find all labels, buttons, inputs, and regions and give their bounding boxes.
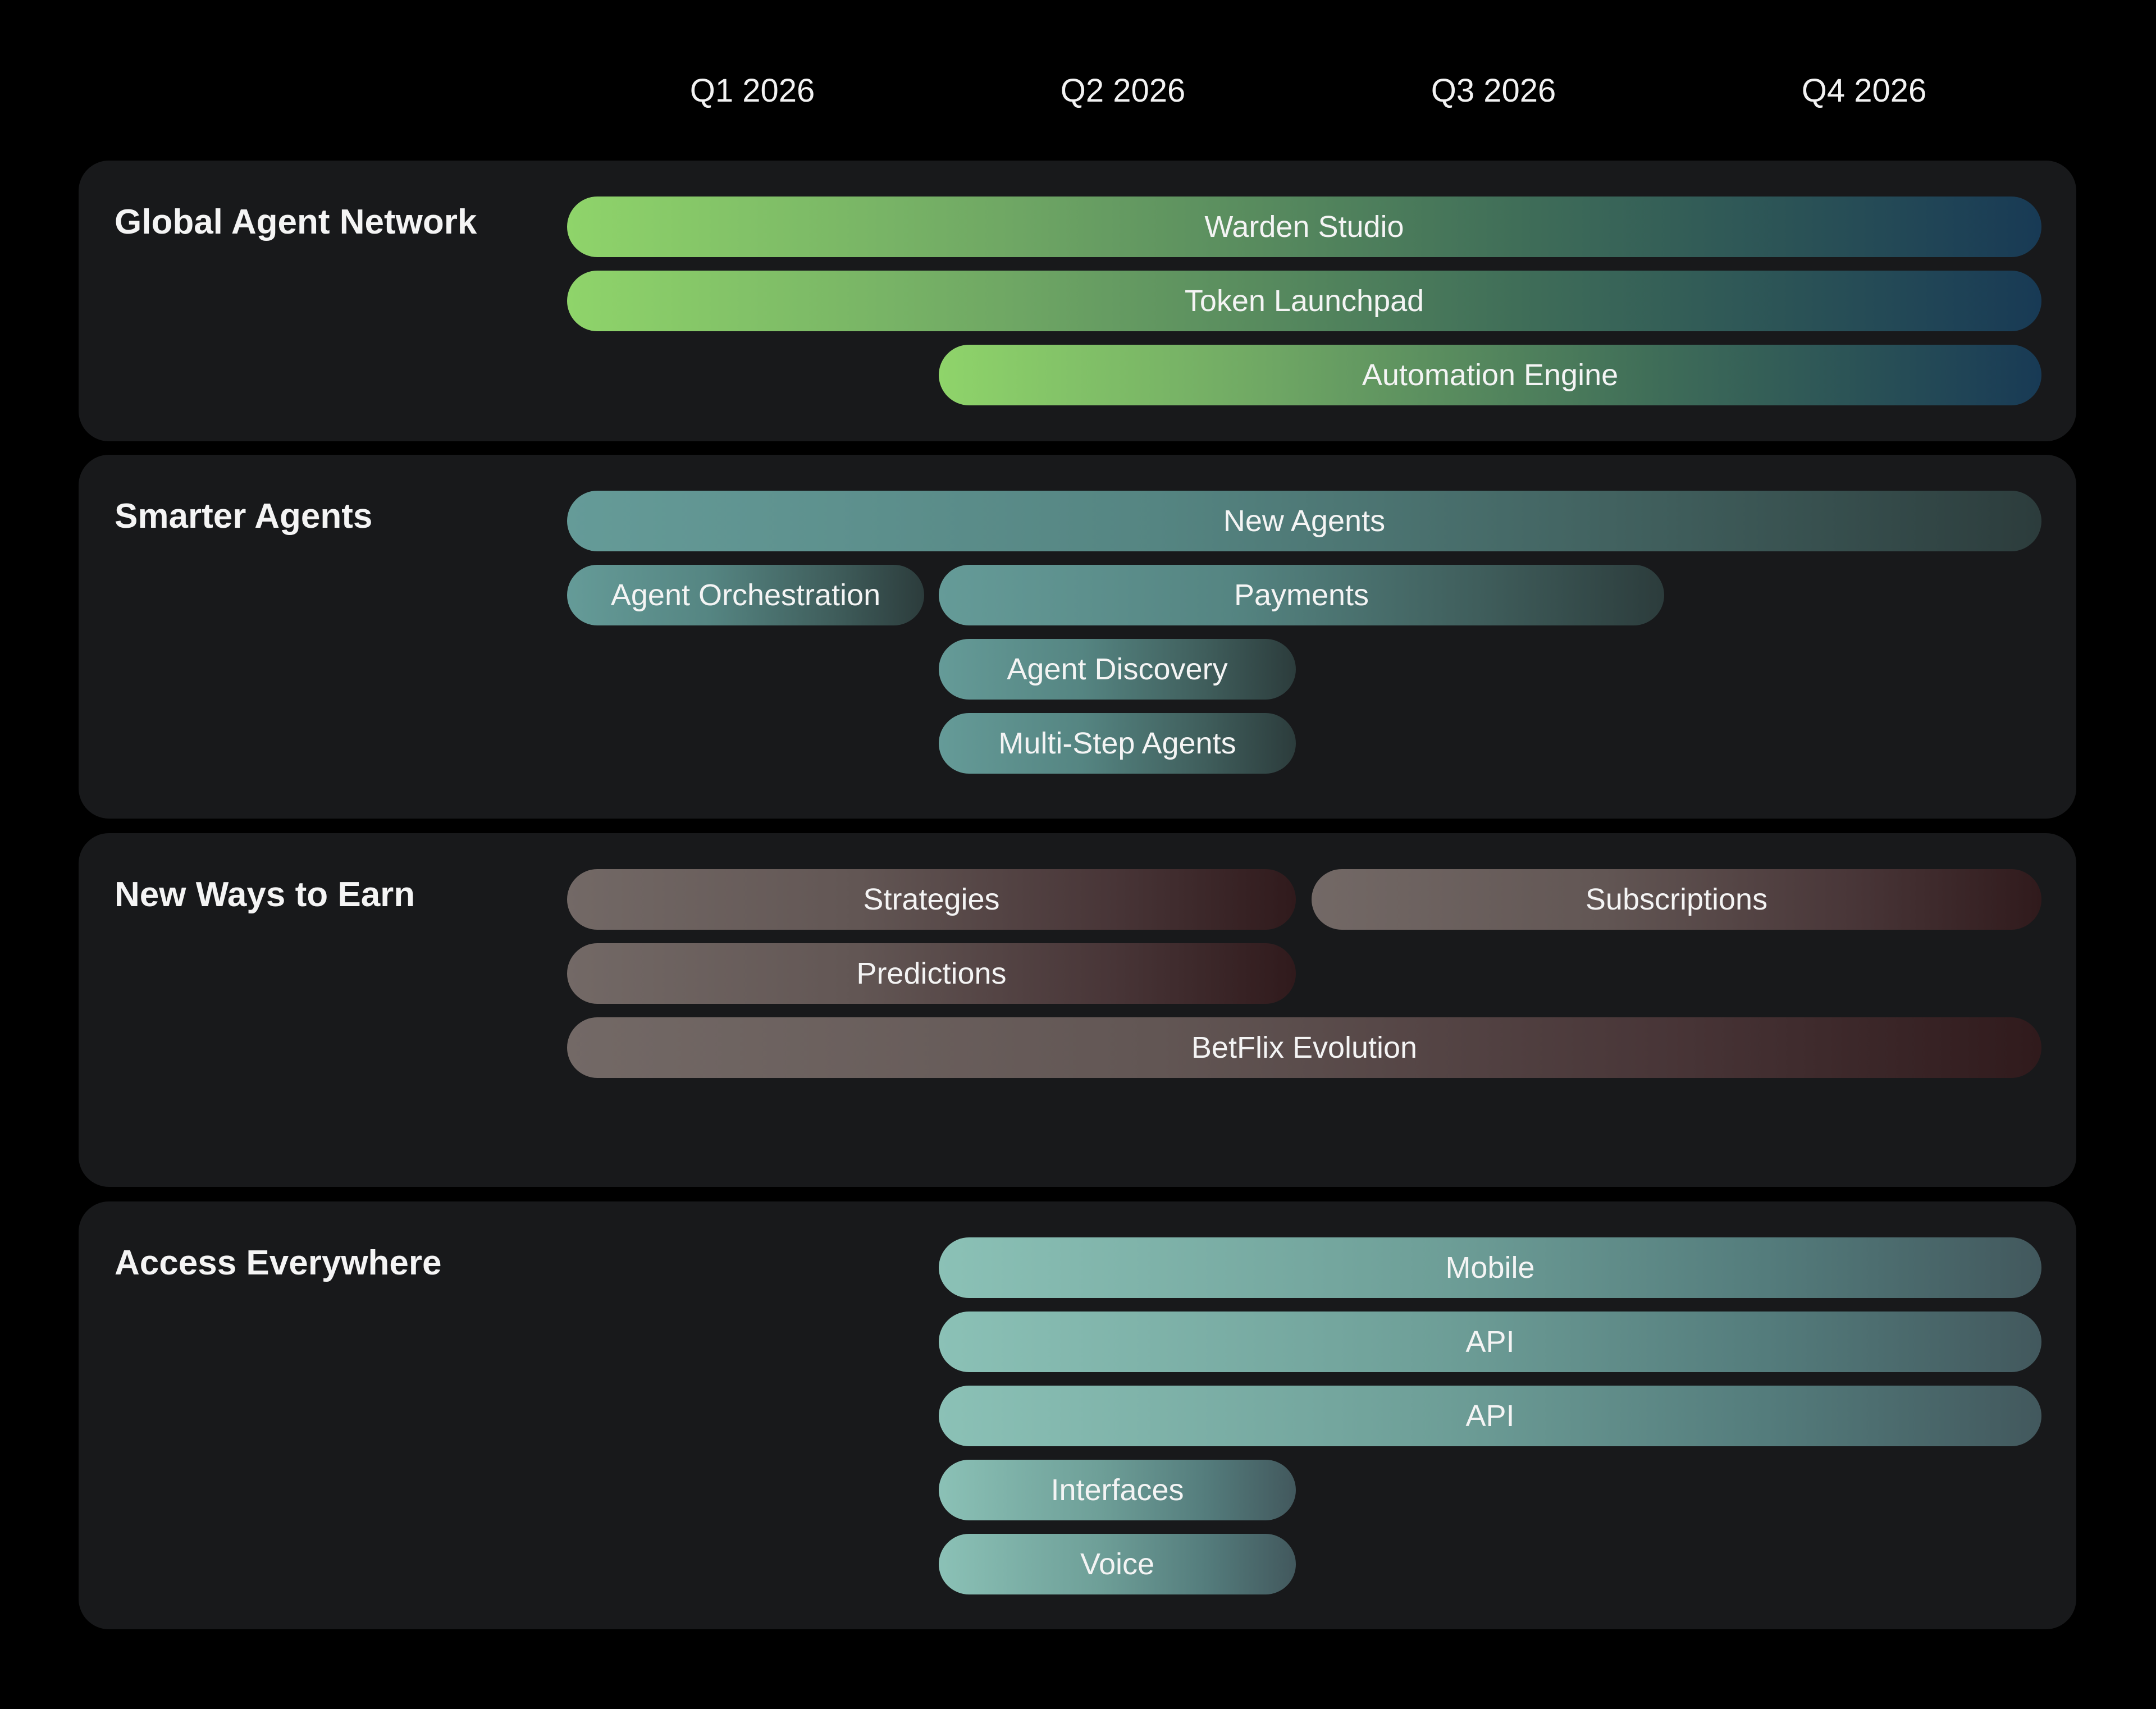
bar-label: Agent Orchestration <box>610 578 881 612</box>
quarter-header-q2: Q2 2026 <box>1060 72 1186 109</box>
section-title: Smarter Agents <box>115 497 373 536</box>
roadmap-bar-voice: Voice <box>939 1534 1296 1594</box>
roadmap-bar-interfaces: Interfaces <box>939 1460 1296 1520</box>
roadmap-bar-agent-orchestration: Agent Orchestration <box>567 565 924 625</box>
bar-label: BetFlix Evolution <box>1191 1031 1418 1064</box>
bar-label: Warden Studio <box>1204 210 1404 244</box>
bar-label: Token Launchpad <box>1184 284 1424 318</box>
roadmap-bar-new-agents: New Agents <box>567 491 2041 551</box>
roadmap-bar-subscriptions: Subscriptions <box>1312 869 2041 930</box>
quarter-header-q1: Q1 2026 <box>689 72 815 109</box>
bar-label: Predictions <box>856 957 1007 990</box>
bar-label: Strategies <box>863 883 1000 916</box>
roadmap-bar-multi-step-agents: Multi-Step Agents <box>939 713 1296 774</box>
bar-label: Subscriptions <box>1585 883 1768 916</box>
section-title: Global Agent Network <box>115 203 477 241</box>
roadmap-bar-payments: Payments <box>939 565 1664 625</box>
roadmap-bar-token-launchpad: Token Launchpad <box>567 271 2041 331</box>
bar-label: Agent Discovery <box>1007 652 1228 686</box>
bar-label: Voice <box>1080 1547 1155 1581</box>
quarter-header-q3: Q3 2026 <box>1431 72 1556 109</box>
roadmap-bar-strategies: Strategies <box>567 869 1296 930</box>
quarter-header-q4: Q4 2026 <box>1801 72 1927 109</box>
bar-label: Automation Engine <box>1362 358 1619 392</box>
bar-label: Interfaces <box>1050 1473 1184 1507</box>
roadmap-bar-predictions: Predictions <box>567 943 1296 1004</box>
bar-label: Multi-Step Agents <box>998 726 1236 760</box>
roadmap-bar-agent-discovery: Agent Discovery <box>939 639 1296 700</box>
roadmap-bar-warden-studio: Warden Studio <box>567 197 2041 257</box>
roadmap-bar-betflix-evolution: BetFlix Evolution <box>567 1017 2041 1078</box>
bar-label: Mobile <box>1445 1251 1535 1285</box>
roadmap-bar-api: API <box>939 1312 2041 1372</box>
bar-label: Payments <box>1234 578 1369 612</box>
roadmap-bar-automation-engine: Automation Engine <box>939 345 2041 405</box>
section-title: Access Everywhere <box>115 1244 442 1282</box>
section-title: New Ways to Earn <box>115 875 415 914</box>
roadmap-bar-api: API <box>939 1386 2041 1446</box>
bar-label: API <box>1465 1399 1515 1433</box>
bar-label: API <box>1465 1325 1515 1359</box>
bar-label: New Agents <box>1223 504 1386 538</box>
roadmap-bar-mobile: Mobile <box>939 1237 2041 1298</box>
